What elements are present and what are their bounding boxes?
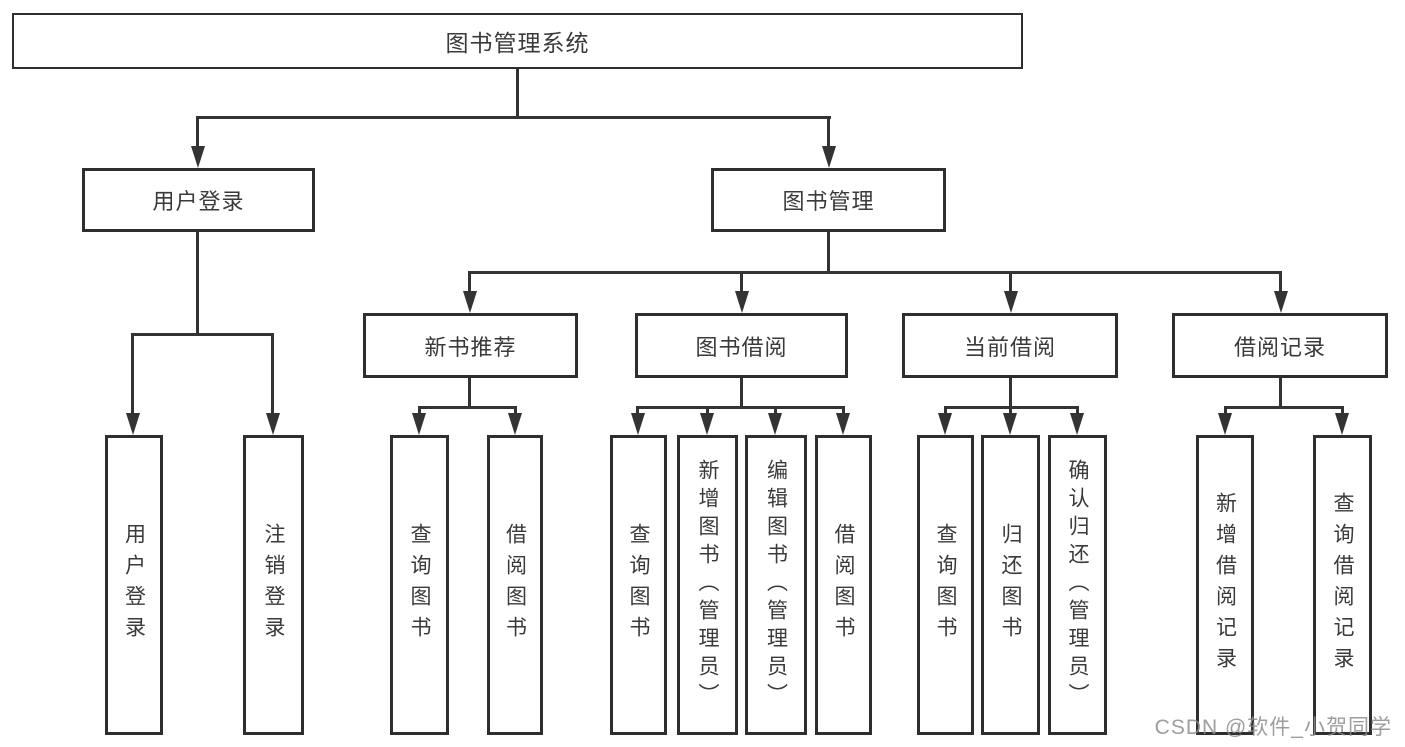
connector-line	[468, 271, 1282, 274]
node-label: 借阅图书	[832, 523, 855, 647]
connector-line	[516, 68, 519, 118]
connector-line	[131, 333, 274, 336]
leaf-edit-books-admin: 编辑图书（管理员）	[745, 435, 807, 735]
leaf-borrow-books-borrowing: 借阅图书	[815, 435, 872, 735]
node-label: 新增图书（管理员）	[696, 459, 719, 711]
connector-line	[774, 406, 777, 419]
connector-line	[636, 406, 639, 419]
connector-line	[842, 406, 845, 419]
leaf-logout: 注销登录	[243, 435, 304, 735]
connector-line	[1341, 406, 1344, 419]
connector-line	[1224, 406, 1344, 409]
node-label: 注销登录	[262, 523, 285, 647]
node-label: 编辑图书（管理员）	[764, 459, 788, 711]
connector-line	[706, 406, 709, 419]
connector-line	[827, 232, 830, 274]
arrow-down-icon	[1335, 413, 1349, 435]
node-current-borrowing: 当前借阅	[902, 313, 1118, 378]
leaf-query-books-borrowing: 查询图书	[610, 435, 667, 735]
arrow-down-icon	[508, 413, 522, 435]
arrow-down-icon	[768, 413, 782, 435]
node-book-borrowing: 图书借阅	[635, 313, 848, 378]
csdn-watermark: CSDN @软件_小贺同学	[1154, 716, 1392, 739]
connector-line	[1279, 271, 1282, 296]
connector-line	[1009, 406, 1012, 419]
connector-line	[418, 406, 421, 419]
connector-line	[1279, 378, 1282, 409]
connector-line	[944, 406, 947, 419]
leaf-borrow-books-recommend: 借阅图书	[487, 435, 543, 735]
arrow-down-icon	[822, 146, 836, 168]
leaf-query-books-current: 查询图书	[917, 435, 974, 735]
node-label: 查询图书	[934, 523, 957, 647]
connector-line	[1009, 271, 1012, 296]
node-label: 查询借阅记录	[1331, 492, 1354, 678]
connector-line	[514, 406, 517, 419]
node-label: 图书借阅	[695, 334, 788, 360]
node-user-login: 用户登录	[82, 168, 315, 232]
connector-line	[740, 271, 743, 296]
arrow-down-icon	[126, 413, 140, 435]
arrow-down-icon	[1274, 291, 1288, 313]
arrow-down-icon	[191, 146, 205, 168]
connector-line	[468, 378, 471, 409]
arrow-down-icon	[1070, 413, 1084, 435]
arrow-down-icon	[266, 413, 280, 435]
node-label: 借阅记录	[1233, 334, 1326, 360]
node-label: 图书管理	[782, 189, 875, 214]
node-label: 归还图书	[999, 523, 1022, 647]
arrow-down-icon	[1003, 413, 1017, 435]
node-label: 新书推荐	[424, 334, 517, 360]
connector-line	[196, 116, 831, 119]
arrow-down-icon	[412, 413, 426, 435]
connector-line	[1009, 378, 1012, 409]
arrow-down-icon	[700, 413, 714, 435]
arrow-down-icon	[836, 413, 850, 435]
arrow-down-icon	[631, 413, 645, 435]
connector-line	[196, 116, 199, 151]
node-label: 用户登录	[152, 189, 245, 214]
leaf-add-borrow-record: 新增借阅记录	[1196, 435, 1254, 735]
node-new-book-recommendation: 新书推荐	[363, 313, 578, 378]
node-label: 查询图书	[408, 523, 431, 647]
arrow-down-icon	[463, 291, 477, 313]
connector-line	[1224, 406, 1227, 419]
node-label: 借阅图书	[503, 523, 527, 647]
node-label: 当前借阅	[963, 334, 1056, 360]
node-label: 查询图书	[627, 523, 650, 647]
leaf-user-login: 用户登录	[105, 435, 163, 735]
connector-line	[1076, 406, 1079, 419]
connector-line	[271, 333, 274, 417]
connector-line	[468, 271, 471, 296]
arrow-down-icon	[938, 413, 952, 435]
leaf-add-books-admin: 新增图书（管理员）	[677, 435, 738, 735]
connector-line	[196, 232, 199, 336]
connector-line	[418, 406, 517, 409]
node-borrowing-records: 借阅记录	[1172, 313, 1388, 378]
leaf-query-borrow-record: 查询借阅记录	[1313, 435, 1372, 735]
leaf-query-books-recommend: 查询图书	[390, 435, 449, 735]
arrow-down-icon	[735, 291, 749, 313]
node-label: 新增借阅记录	[1213, 492, 1237, 678]
node-label: 确认归还（管理员）	[1066, 459, 1089, 711]
connector-line	[131, 333, 134, 417]
arrow-down-icon	[1218, 413, 1232, 435]
connector-line	[827, 116, 830, 151]
arrow-down-icon	[1004, 291, 1018, 313]
node-label: 用户登录	[122, 523, 146, 647]
leaf-confirm-return-admin: 确认归还（管理员）	[1048, 435, 1107, 735]
leaf-return-books: 归还图书	[981, 435, 1040, 735]
connector-line	[636, 406, 845, 409]
node-book-management: 图书管理	[711, 168, 946, 232]
node-label: 图书管理系统	[445, 30, 590, 56]
node-library-management-system: 图书管理系统	[12, 13, 1023, 69]
connector-line	[740, 378, 743, 409]
